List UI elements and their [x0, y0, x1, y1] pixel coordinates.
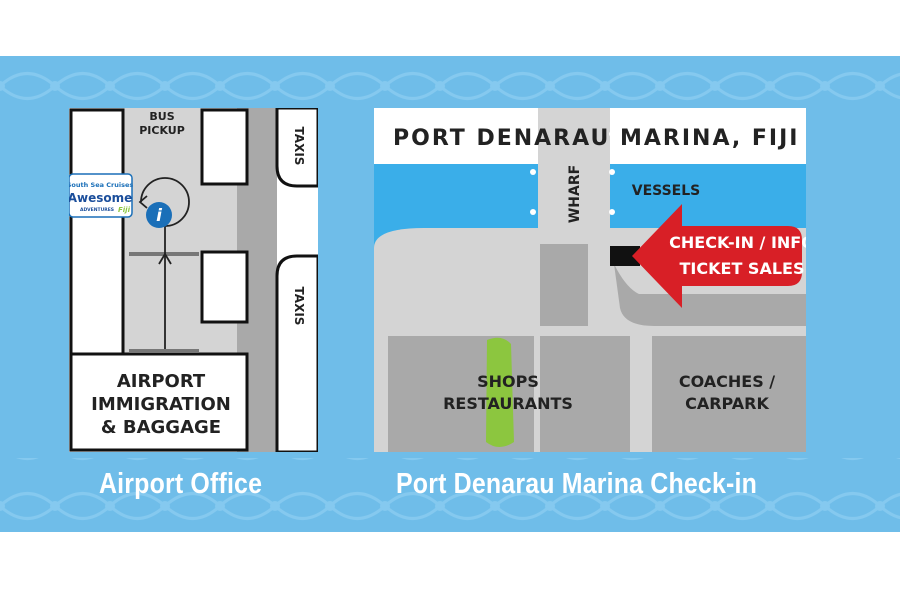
terminal-building-left — [69, 108, 125, 356]
taxis-label-bottom: TAXIS — [292, 287, 306, 326]
bus-pickup-label-1: BUS — [149, 110, 174, 123]
info-icon: i — [146, 202, 172, 228]
checkin-booth — [610, 246, 640, 266]
coaches-block — [652, 336, 806, 452]
shops-block-right — [540, 336, 630, 452]
svg-text:Fiji: Fiji — [118, 206, 131, 214]
marina-title: PORT DENARAU MARINA, FIJI — [393, 126, 799, 151]
terminal-building-top — [200, 108, 249, 186]
coaches-label-2: CARPARK — [685, 394, 769, 413]
marina-block-2 — [614, 264, 806, 326]
coaches-label-1: COACHES / — [679, 372, 775, 391]
bus-pickup-label-2: PICKUP — [139, 124, 185, 137]
marina-checkin-caption: Port Denarau Marina Check-in — [396, 468, 757, 500]
wharf-label: WHARF — [567, 165, 583, 223]
checkin-label-1: CHECK-IN / INFO — [669, 233, 806, 252]
airport-building-label-2: IMMIGRATION — [91, 394, 231, 415]
svg-text:ADVENTURES: ADVENTURES — [80, 207, 114, 213]
green-strip — [486, 337, 514, 447]
airport-office-map: i South Sea Cruises Awesome ADVENTURES F… — [69, 108, 318, 452]
svg-text:Awesome: Awesome — [69, 191, 132, 205]
vessels-label: VESSELS — [632, 183, 701, 199]
tapa-pattern — [0, 56, 900, 532]
shops-label-2: RESTAURANTS — [443, 394, 573, 413]
wharf — [538, 108, 610, 233]
company-logo: South Sea Cruises Awesome ADVENTURES Fij… — [69, 173, 133, 218]
left-arrow-icon — [632, 204, 802, 308]
terminal-building-middle — [200, 250, 249, 324]
u-turn-arrow-icon — [138, 177, 190, 254]
airport-building — [69, 352, 249, 452]
airport-building-label-3: & BAGGAGE — [101, 417, 221, 438]
marina-block-1 — [540, 244, 588, 326]
svg-text:South Sea Cruises: South Sea Cruises — [69, 181, 133, 189]
marina-checkin-map: PORT DENARAU MARINA, FIJI WHARF VESSELS … — [374, 108, 806, 452]
airport-office-caption: Airport Office — [99, 468, 263, 500]
airport-building-label-1: AIRPORT — [117, 371, 206, 392]
shops-label-1: SHOPS — [477, 372, 539, 391]
svg-text:i: i — [156, 206, 163, 226]
taxis-label-top: TAXIS — [292, 127, 306, 166]
checkin-label-2: TICKET SALES — [680, 259, 805, 278]
